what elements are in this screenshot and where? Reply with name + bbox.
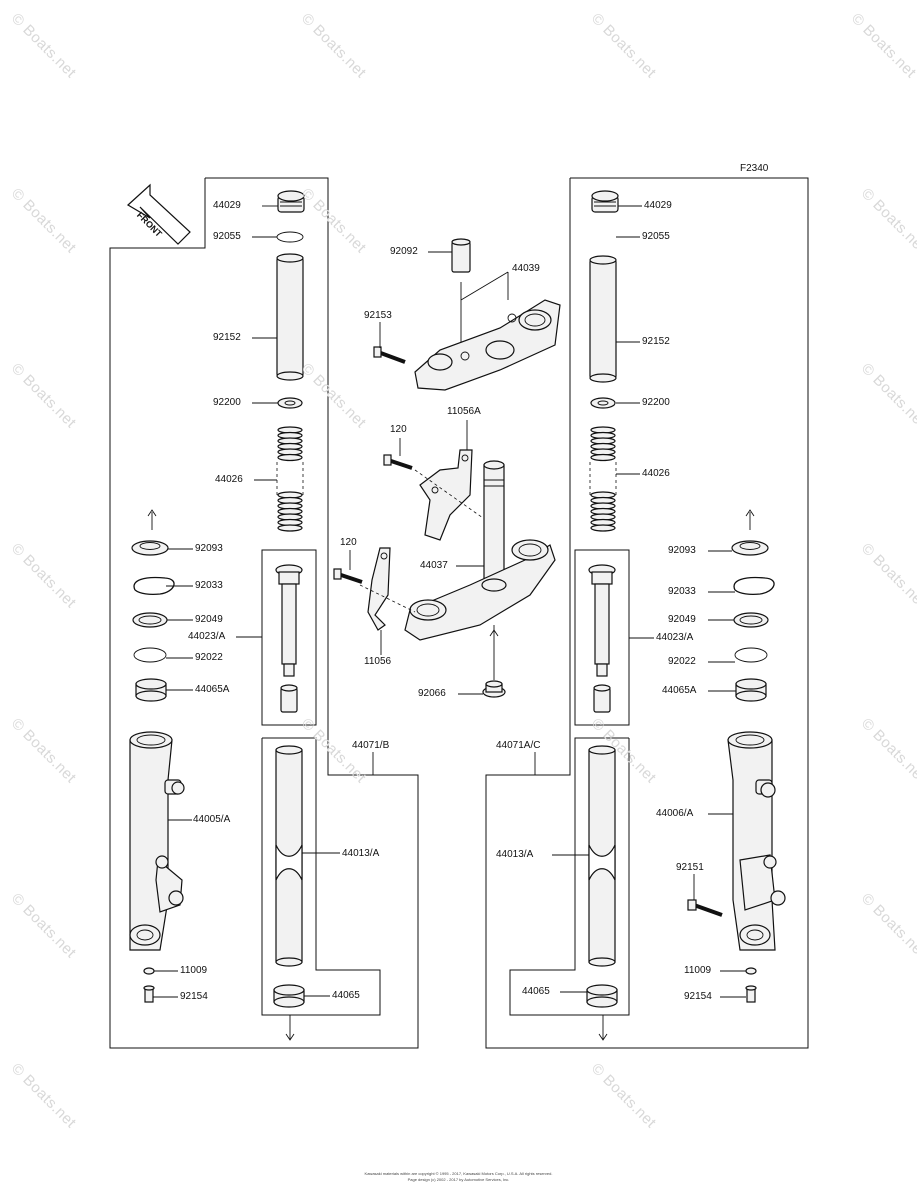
label-92055-right[interactable]: 92055 bbox=[642, 231, 670, 242]
label-92049-left[interactable]: 92049 bbox=[195, 614, 223, 625]
cylinder-right bbox=[588, 564, 616, 713]
label-44029-left[interactable]: 44029 bbox=[213, 200, 241, 211]
bracket-11056A bbox=[419, 449, 473, 541]
collar-tube-left bbox=[276, 253, 304, 381]
collar-tube-right bbox=[589, 255, 617, 383]
label-120-upper[interactable]: 120 bbox=[390, 424, 407, 435]
label-92022-left[interactable]: 92022 bbox=[195, 652, 223, 663]
label-44023-right[interactable]: 44023/A bbox=[656, 632, 694, 643]
label-44071-left[interactable]: 44071/B bbox=[352, 740, 390, 751]
drain-bolt-left bbox=[143, 985, 155, 1003]
washer-92022-right bbox=[734, 647, 768, 663]
washer-left bbox=[277, 397, 303, 409]
label-92093-right[interactable]: 92093 bbox=[668, 545, 696, 556]
cylinder-left bbox=[275, 564, 303, 713]
label-44029-right[interactable]: 44029 bbox=[644, 200, 672, 211]
label-11009-right[interactable]: 11009 bbox=[684, 965, 712, 976]
label-11009-left[interactable]: 11009 bbox=[180, 965, 208, 976]
label-44013-left[interactable]: 44013/A bbox=[342, 848, 380, 859]
label-92154-left[interactable]: 92154 bbox=[180, 991, 208, 1002]
seal-left bbox=[131, 509, 169, 556]
oil-seal-left bbox=[132, 612, 168, 628]
front-arrow-icon bbox=[126, 183, 191, 245]
label-44065A-left[interactable]: 44065A bbox=[195, 684, 230, 695]
label-92066[interactable]: 92066 bbox=[418, 688, 446, 699]
seal-right bbox=[731, 509, 769, 556]
washer-92022-left bbox=[133, 647, 167, 663]
cap-bolt-left bbox=[277, 190, 305, 213]
label-92152-right[interactable]: 92152 bbox=[642, 336, 670, 347]
outer-tube-left bbox=[129, 731, 185, 951]
label-44037[interactable]: 44037 bbox=[420, 560, 448, 571]
label-44005-left[interactable]: 44005/A bbox=[193, 814, 231, 825]
figure-code: F2340 bbox=[740, 163, 769, 174]
label-92033-left[interactable]: 92033 bbox=[195, 580, 223, 591]
label-92152-left[interactable]: 92152 bbox=[213, 332, 241, 343]
label-92033-right[interactable]: 92033 bbox=[668, 586, 696, 597]
bushing-right bbox=[735, 678, 767, 702]
label-44023-left[interactable]: 44023/A bbox=[188, 631, 226, 642]
bushing-lower-right bbox=[586, 984, 618, 1008]
label-11056[interactable]: 11056 bbox=[364, 656, 392, 667]
label-44065-left[interactable]: 44065 bbox=[332, 990, 360, 1001]
label-44006-right[interactable]: 44006/A bbox=[656, 808, 694, 819]
upper-bracket bbox=[414, 299, 561, 391]
washer-right bbox=[590, 397, 616, 409]
label-92093-left[interactable]: 92093 bbox=[195, 543, 223, 554]
gasket-right bbox=[745, 967, 757, 975]
axle-bolt-right bbox=[687, 899, 723, 917]
label-92200-left[interactable]: 92200 bbox=[213, 397, 241, 408]
oil-seal-right bbox=[733, 612, 769, 628]
inner-tube-left bbox=[275, 745, 303, 967]
bolt-120-lower bbox=[333, 568, 363, 584]
bracket-11056 bbox=[367, 547, 391, 631]
label-92153[interactable]: 92153 bbox=[364, 310, 392, 321]
label-44026-left[interactable]: 44026 bbox=[215, 474, 243, 485]
outer-tube-right bbox=[727, 731, 786, 951]
spring-left bbox=[277, 426, 303, 532]
spring-right bbox=[590, 426, 616, 532]
label-92049-right[interactable]: 92049 bbox=[668, 614, 696, 625]
o-ring-left bbox=[276, 231, 304, 243]
drain-bolt-right bbox=[745, 985, 757, 1003]
label-92151-right[interactable]: 92151 bbox=[676, 862, 704, 873]
bolt-120-upper bbox=[383, 454, 413, 470]
label-44026-right[interactable]: 44026 bbox=[642, 468, 670, 479]
nut-92066 bbox=[482, 680, 506, 698]
label-92200-right[interactable]: 92200 bbox=[642, 397, 670, 408]
bushing-left bbox=[135, 678, 167, 702]
circlip-right bbox=[733, 576, 775, 596]
cap-bolt-right bbox=[591, 190, 619, 213]
pinch-bolt-92153 bbox=[373, 346, 406, 364]
copyright-line-2: Page design (c) 2002 - 2017 by Automotiv… bbox=[407, 1177, 510, 1182]
label-11056A[interactable]: 11056A bbox=[447, 406, 481, 417]
label-92022-right[interactable]: 92022 bbox=[668, 656, 696, 667]
label-92055-left[interactable]: 92055 bbox=[213, 231, 241, 242]
label-120-lower[interactable]: 120 bbox=[340, 537, 357, 548]
label-44065A-right[interactable]: 44065A bbox=[662, 685, 697, 696]
label-44039[interactable]: 44039 bbox=[512, 263, 540, 274]
label-44071-right[interactable]: 44071A/C bbox=[496, 740, 541, 751]
label-92092[interactable]: 92092 bbox=[390, 246, 418, 257]
bushing-lower-left bbox=[273, 984, 305, 1008]
gasket-left bbox=[143, 967, 155, 975]
label-92154-right[interactable]: 92154 bbox=[684, 991, 712, 1002]
inner-tube-right bbox=[588, 745, 616, 967]
handlebar-holder bbox=[451, 238, 471, 273]
label-44013-right[interactable]: 44013/A bbox=[496, 849, 534, 860]
stem-under-bracket bbox=[404, 460, 556, 641]
copyright-line-1: Kawasaki materials within are copyright … bbox=[364, 1171, 553, 1176]
label-44065-right[interactable]: 44065 bbox=[522, 986, 550, 997]
